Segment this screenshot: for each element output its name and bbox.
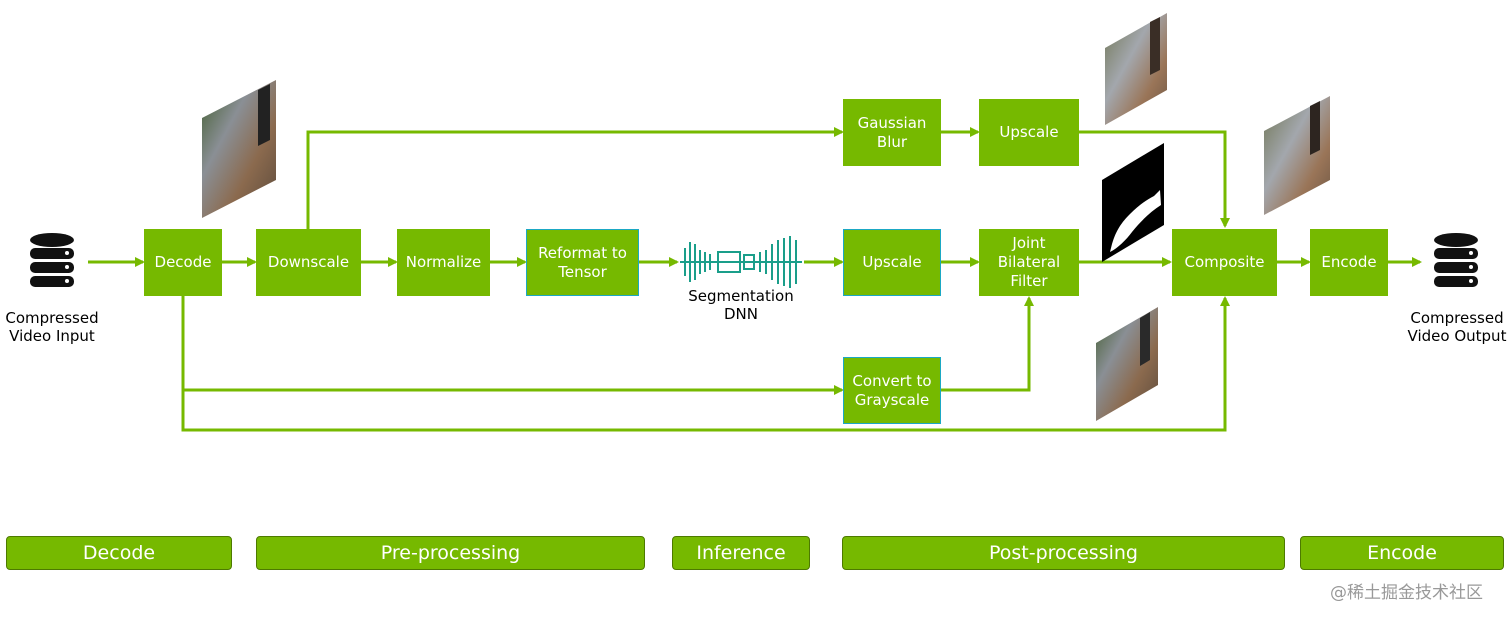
frame-thumbnail-blurred [1105,13,1167,125]
gaussian-blur-node: Gaussian Blur [843,99,941,166]
normalize-node: Normalize [397,229,490,296]
stage-inference: Inference [672,536,810,570]
convert-to-grayscale-node: Convert to Grayscale [843,357,941,424]
upscale-mask-node: Upscale [843,229,941,296]
stage-encode: Encode [1300,536,1504,570]
joint-bilateral-filter-node: Joint Bilateral Filter [979,229,1079,296]
stage-decode: Decode [6,536,232,570]
compressed-video-input-label: Compressed Video Input [5,309,99,345]
neural-network-icon [680,236,802,288]
arrow-upscale-composite [1079,130,1230,228]
upscale-top-node: Upscale [979,99,1079,166]
stage-post-processing: Post-processing [842,536,1285,570]
frame-thumbnail-grayscale-path [1096,307,1158,421]
decode-node: Decode [144,229,222,296]
connectors [88,127,1422,432]
segmentation-dnn-label: Segmentation DNN [688,287,794,323]
compressed-video-output-label: Compressed Video Output [1407,309,1507,345]
database-icon [30,233,74,287]
frame-thumbnail-decoded [202,80,276,218]
composite-node: Composite [1172,229,1277,296]
downscale-node: Downscale [256,229,361,296]
database-icon [1434,233,1478,287]
encode-node: Encode [1310,229,1388,296]
arrow-downscale-gaussian [306,127,844,229]
watermark: @稀土掘金技术社区 [1330,583,1483,603]
reformat-to-tensor-node: Reformat to Tensor [526,229,639,296]
frame-thumbnail-output [1264,96,1330,215]
arrow-decode-composite [181,296,1230,432]
segmentation-mask-thumbnail [1102,143,1164,262]
arrow-grayscale-joint [941,296,1034,392]
stage-pre-processing: Pre-processing [256,536,645,570]
